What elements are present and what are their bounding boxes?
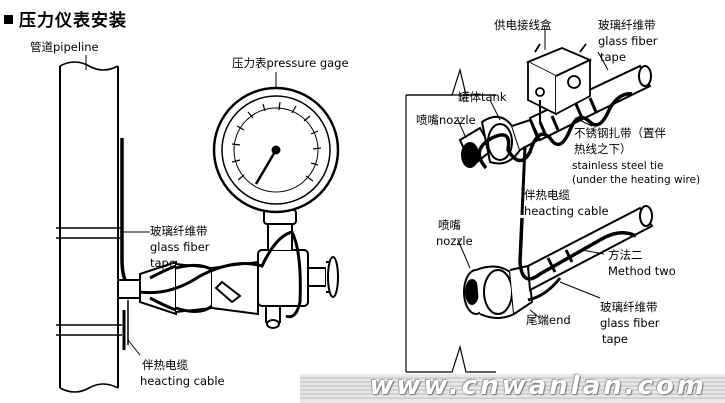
cable-left-leader <box>127 339 141 356</box>
fiber-top-leader <box>597 51 609 71</box>
site-watermark: www.cnwanlan.com <box>369 371 707 401</box>
pipeline-drawing <box>56 61 141 393</box>
label-junction-box: 供电接线盒 <box>494 18 552 32</box>
label-heat-cable-right-cn: 伴热电缆 <box>524 188 570 202</box>
tank-leader <box>489 99 501 121</box>
label-pressure-gage: 压力表pressure gage <box>232 56 349 70</box>
page-title: 压力仪表安装 <box>4 6 127 31</box>
fiber-bottom-leader <box>559 281 601 299</box>
gage-heat-cable <box>139 230 302 319</box>
bullet-square-icon <box>4 14 13 24</box>
label-glass-fiber-bottom-en1: glass fiber <box>600 316 660 330</box>
nozzle-top-leader <box>457 119 467 139</box>
label-glass-fiber-left-en2: tape <box>150 256 176 270</box>
method-leader <box>581 249 605 255</box>
label-nozzle-cn: 喷嘴 <box>438 218 461 232</box>
watermark-stripes <box>300 377 725 399</box>
tie-leader <box>574 117 593 127</box>
label-pipeline: 管道pipeline <box>30 40 99 54</box>
label-heat-cable-right-en: heacting cable <box>524 204 609 218</box>
top-spiral-cable <box>477 92 633 170</box>
label-glass-fiber-left-en1: glass fiber <box>150 240 210 254</box>
label-glass-fiber-top-en1: glass fiber <box>598 34 658 48</box>
bottom-cable <box>518 217 637 281</box>
label-method-two-cn: 方法二 <box>608 248 643 262</box>
label-steel-tie-cn1: 不锈钢扎带（置伴 <box>574 126 666 140</box>
label-glass-fiber-bottom-cn: 玻璃纤维带 <box>600 300 658 314</box>
label-glass-fiber-top-en2: tape <box>600 50 626 64</box>
label-glass-fiber-left-cn: 玻璃纤维带 <box>150 224 208 238</box>
label-glass-fiber-bottom-en2: tape <box>602 332 628 346</box>
label-steel-tie-en2: (under the heating wire) <box>572 174 701 186</box>
label-method-two-en: Method two <box>608 264 676 278</box>
label-heat-cable-left-cn: 伴热电缆 <box>142 358 188 372</box>
label-nozzle-top: 喷嘴nozzle <box>416 113 476 127</box>
label-tail-end: 尾端end <box>526 313 571 327</box>
label-steel-tie-cn2: 热线之下） <box>574 142 632 156</box>
bottom-nozzle-assembly <box>463 205 654 319</box>
gage-nozzle <box>117 260 259 316</box>
label-nozzle-en: nozzle <box>436 234 473 248</box>
label-glass-fiber-top-cn: 玻璃纤维带 <box>598 18 656 32</box>
end-leader <box>529 309 541 319</box>
pressure-gage-dial <box>212 86 340 214</box>
bottom-cable-under <box>527 277 562 302</box>
title-text: 压力仪表安装 <box>19 11 127 31</box>
right-panel-frame <box>405 67 496 373</box>
junction-box <box>525 43 593 122</box>
label-tank: 罐体tank <box>458 90 507 104</box>
valve-body <box>214 249 339 329</box>
label-heat-cable-left-en: heacting cable <box>140 374 225 388</box>
nozzle-bottom-leader <box>457 239 471 269</box>
label-steel-tie-en1: stainless steel tie <box>572 160 664 172</box>
